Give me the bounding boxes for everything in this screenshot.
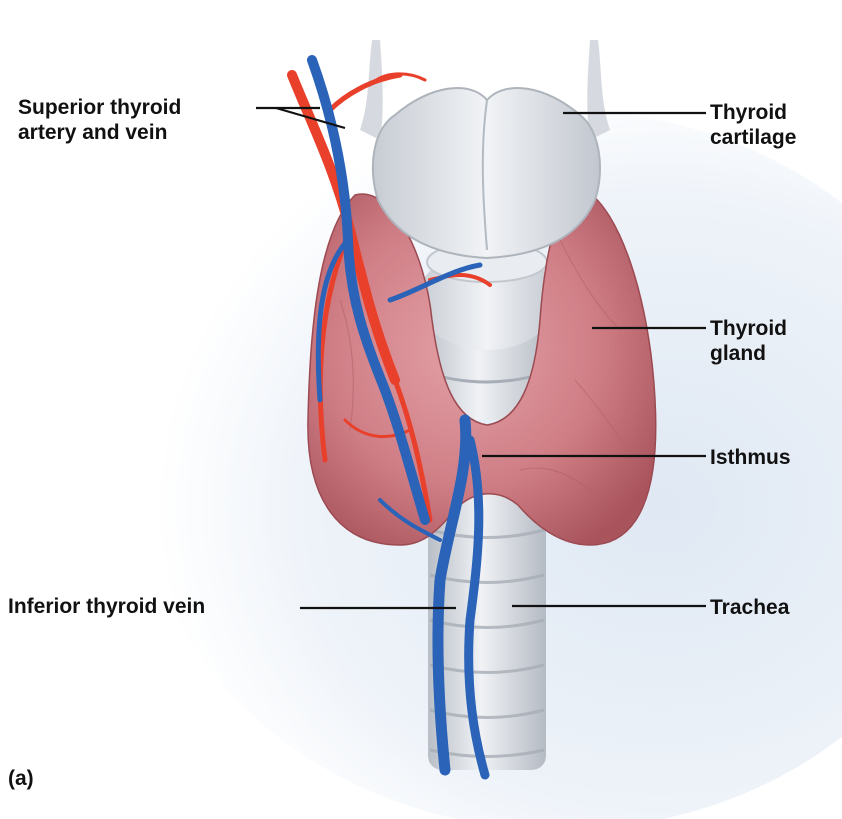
- figure-label: (a): [8, 766, 34, 791]
- label-thyroid-cartilage: Thyroid cartilage: [710, 100, 796, 150]
- label-inferior-thyroid-vein: Inferior thyroid vein: [8, 594, 205, 619]
- label-superior-thyroid: Superior thyroid artery and vein: [18, 95, 181, 145]
- label-isthmus: Isthmus: [710, 445, 791, 470]
- label-trachea: Trachea: [710, 595, 789, 620]
- label-thyroid-cartilage-line1: Thyroid: [710, 100, 796, 125]
- label-thyroid-gland-line1: Thyroid: [710, 316, 787, 341]
- label-superior-thyroid-line2: artery and vein: [18, 120, 181, 145]
- label-thyroid-gland-line2: gland: [710, 341, 787, 366]
- label-thyroid-gland: Thyroid gland: [710, 316, 787, 366]
- label-thyroid-cartilage-line2: cartilage: [710, 125, 796, 150]
- label-superior-thyroid-line1: Superior thyroid: [18, 95, 181, 120]
